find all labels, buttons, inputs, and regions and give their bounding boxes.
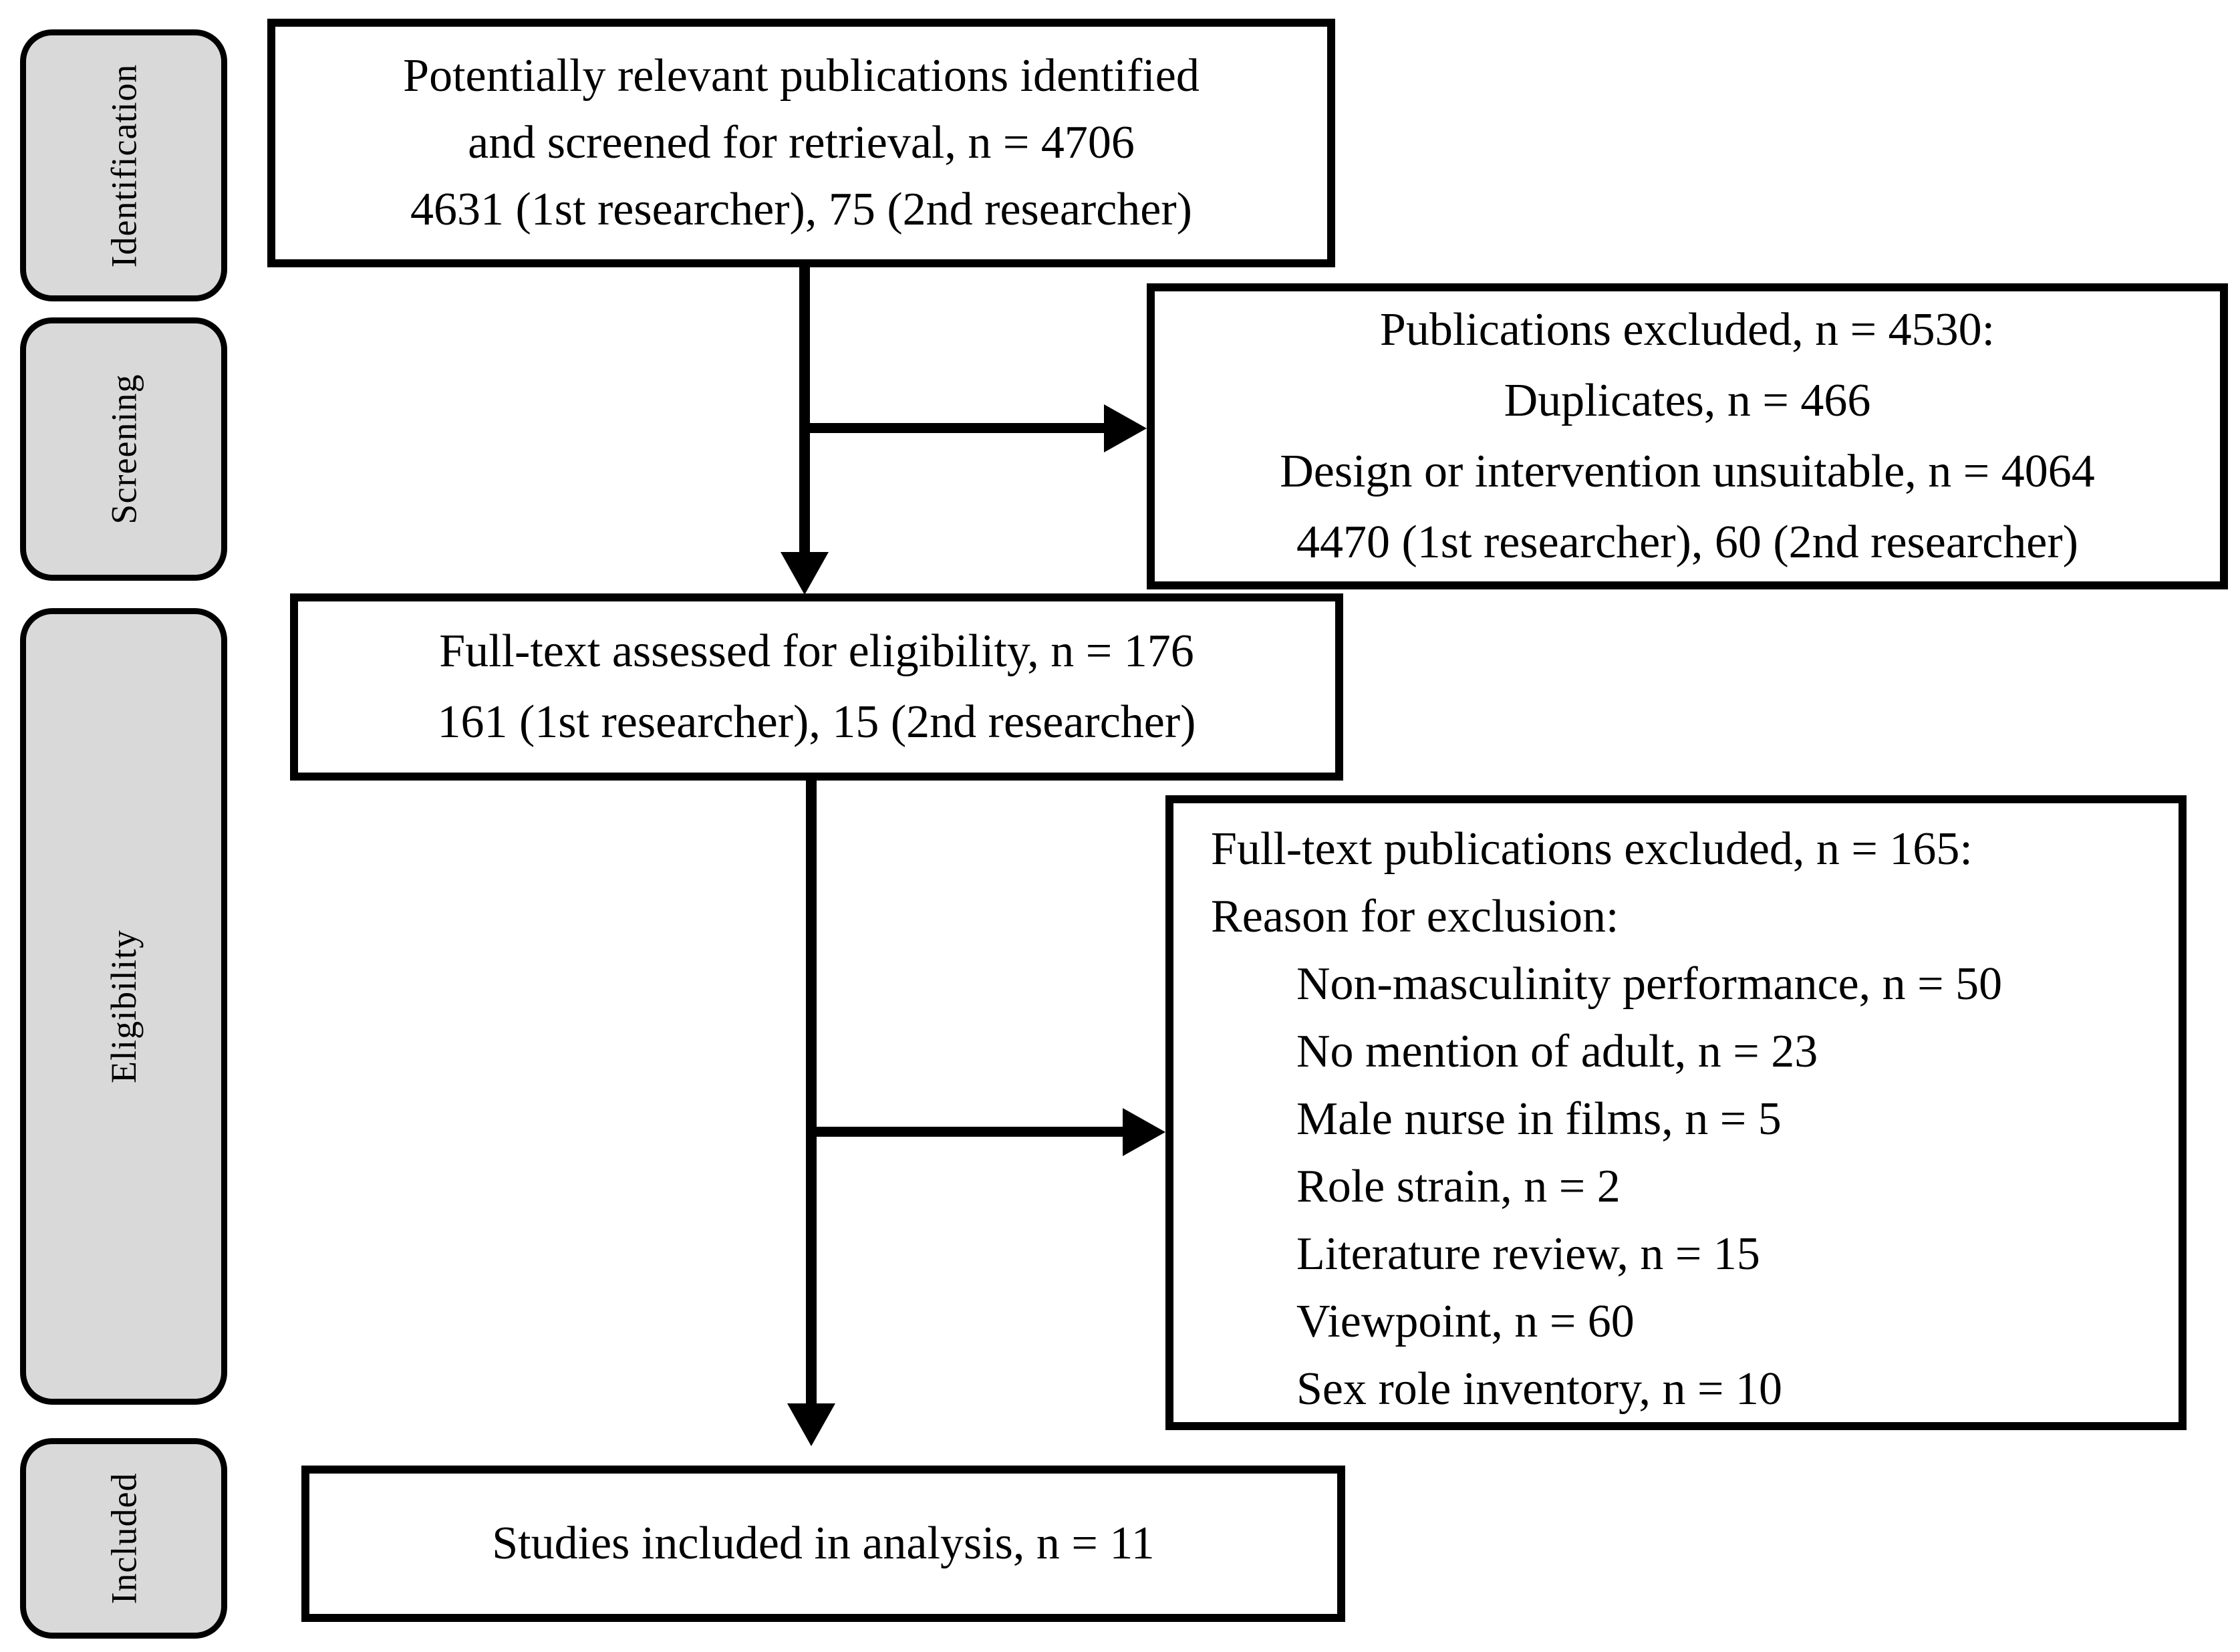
box-studies-included: Studies included in analysis, n = 11: [301, 1466, 1345, 1622]
box-publications-identified-line: Potentially relevant publications identi…: [403, 50, 1200, 102]
box-publications-excluded: Publications excluded, n = 4530: Duplica…: [1147, 283, 2228, 589]
arrow-identified-to-fulltext-head: [781, 552, 829, 595]
arrow-fulltext-to-included-head: [787, 1403, 835, 1446]
box-fulltext-excluded-title: Full-text publications excluded, n = 165…: [1211, 823, 1973, 875]
stage-screening-label: Screening: [103, 374, 144, 525]
arrow-identified-to-excluded-line: [799, 423, 1107, 433]
exclusion-reason: Sex role inventory, n = 10: [1296, 1363, 1783, 1415]
box-studies-included-line: Studies included in analysis, n = 11: [492, 1518, 1155, 1569]
exclusion-reason: Literature review, n = 15: [1296, 1228, 1760, 1280]
box-fulltext-assessed-line: Full-text assessed for eligibility, n = …: [439, 626, 1194, 677]
box-publications-identified: Potentially relevant publications identi…: [267, 19, 1335, 267]
box-fulltext-assessed-line: 161 (1st researcher), 15 (2nd researcher…: [437, 696, 1196, 748]
stage-identification-label: Identification: [104, 63, 144, 267]
exclusion-reason: No mention of adult, n = 23: [1296, 1026, 1818, 1077]
exclusion-reason: Viewpoint, n = 60: [1296, 1296, 1635, 1347]
box-publications-identified-line: 4631 (1st researcher), 75 (2nd researche…: [410, 184, 1192, 235]
box-publications-identified-line: and screened for retrieval, n = 4706: [468, 117, 1135, 168]
box-fulltext-excluded-subtitle: Reason for exclusion:: [1211, 891, 1619, 942]
arrow-identified-to-excluded-head: [1104, 404, 1147, 452]
exclusion-reason: Role strain, n = 2: [1296, 1161, 1621, 1212]
stage-eligibility: Eligibility: [20, 608, 227, 1405]
arrow-fulltext-to-excluded-head: [1123, 1108, 1165, 1156]
box-fulltext-excluded: Full-text publications excluded, n = 165…: [1165, 795, 2187, 1430]
exclusion-reason: Non-masculinity performance, n = 50: [1296, 958, 2003, 1010]
stage-included-label: Included: [103, 1472, 144, 1605]
box-publications-excluded-line: Duplicates, n = 466: [1504, 375, 1871, 426]
box-fulltext-assessed: Full-text assessed for eligibility, n = …: [290, 593, 1343, 781]
box-publications-excluded-line: Publications excluded, n = 4530:: [1379, 304, 1995, 356]
box-publications-excluded-line: Design or intervention unsuitable, n = 4…: [1280, 446, 2095, 497]
stage-included: Included: [20, 1438, 227, 1639]
stage-screening: Screening: [20, 317, 227, 581]
box-publications-excluded-line: 4470 (1st researcher), 60 (2nd researche…: [1296, 517, 2078, 568]
arrow-fulltext-to-included-line: [806, 779, 817, 1406]
exclusion-reason: Male nurse in films, n = 5: [1296, 1093, 1782, 1145]
stage-identification: Identification: [20, 29, 227, 301]
stage-eligibility-label: Eligibility: [103, 929, 144, 1084]
arrow-identified-to-fulltext-line: [799, 266, 810, 557]
arrow-fulltext-to-excluded-line: [806, 1127, 1124, 1137]
